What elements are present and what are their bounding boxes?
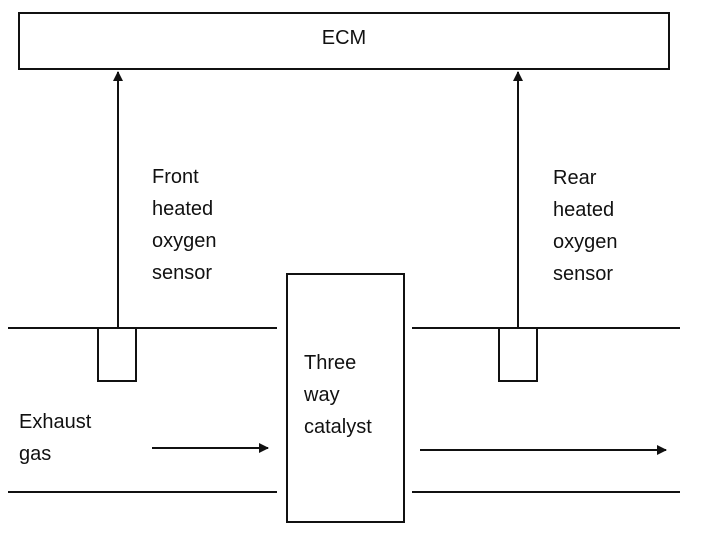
rear-sensor-line-3: oxygen bbox=[553, 231, 618, 253]
front-sensor-line-1: Front bbox=[152, 166, 199, 188]
catalyst-line-1: Three bbox=[304, 352, 357, 374]
rear-sensor-line-2: heated bbox=[553, 199, 615, 221]
catalyst-line-3: catalyst bbox=[304, 416, 372, 438]
front-sensor-label: Front heated oxygen sensor bbox=[152, 161, 217, 289]
ecm-label: ECM bbox=[321, 27, 367, 49]
ecm-box bbox=[18, 12, 670, 70]
front-sensor-body bbox=[97, 327, 137, 382]
exhaust-line-1: Exhaust bbox=[19, 411, 92, 433]
front-sensor-line-4: sensor bbox=[152, 262, 213, 284]
exhaust-line-2: gas bbox=[19, 443, 52, 465]
front-sensor-line-3: oxygen bbox=[152, 230, 217, 252]
rear-sensor-line-1: Rear bbox=[553, 167, 597, 189]
catalyst-label: Three way catalyst bbox=[304, 347, 372, 443]
front-sensor-line-2: heated bbox=[152, 198, 214, 220]
catalyst-box bbox=[286, 273, 405, 523]
rear-sensor-body bbox=[498, 327, 538, 382]
catalyst-line-2: way bbox=[304, 384, 340, 406]
exhaust-gas-label: Exhaust gas bbox=[19, 406, 91, 470]
rear-sensor-label: Rear heated oxygen sensor bbox=[553, 162, 618, 290]
rear-sensor-line-4: sensor bbox=[553, 263, 614, 285]
